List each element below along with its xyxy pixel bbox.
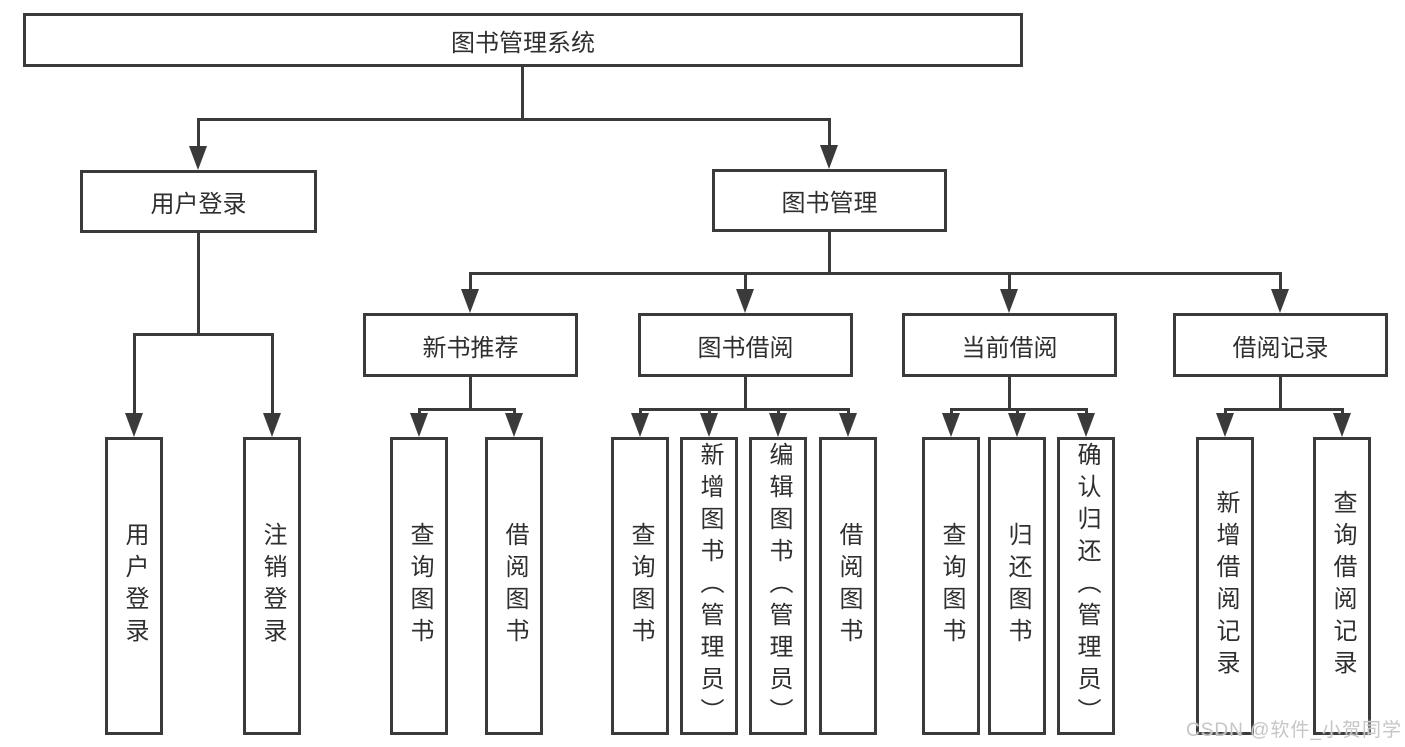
leaf-logout-label: 注销登录 xyxy=(259,522,286,650)
arrowhead-icon xyxy=(1271,289,1289,313)
leaf-query-borrow-record: 查询借阅记录 xyxy=(1313,437,1371,735)
connector-line xyxy=(744,272,747,291)
leaf-borrow-query-book-label: 查询图书 xyxy=(627,522,654,650)
connector-line xyxy=(133,333,136,415)
node-current-borrow-label: 当前借阅 xyxy=(961,334,1058,362)
leaf-return-book-label: 归还图书 xyxy=(1004,522,1031,650)
leaf-current-query-book-label: 查询图书 xyxy=(938,522,965,650)
connector-line xyxy=(513,408,516,416)
connector-line xyxy=(418,408,515,411)
leaf-recommend-query-book: 查询图书 xyxy=(390,437,448,735)
connector-line xyxy=(133,333,274,336)
connector-line xyxy=(777,408,780,416)
connector-line xyxy=(1016,408,1019,416)
connector-line xyxy=(197,233,200,333)
csdn-watermark-text: CSDN @软件_小贺同学 xyxy=(1186,720,1402,741)
node-borrow-record: 借阅记录 xyxy=(1173,313,1388,377)
arrowhead-icon xyxy=(839,413,857,437)
node-book-management: 图书管理 xyxy=(712,169,947,232)
connector-line xyxy=(469,272,1282,275)
node-new-book-recommend: 新书推荐 xyxy=(363,313,578,377)
leaf-logout: 注销登录 xyxy=(243,437,301,735)
connector-line xyxy=(1008,377,1011,408)
leaf-user-login: 用户登录 xyxy=(105,437,163,735)
connector-line xyxy=(418,408,421,416)
arrowhead-icon xyxy=(263,413,281,437)
arrowhead-icon xyxy=(189,146,207,170)
leaf-borrow-query-book: 查询图书 xyxy=(611,437,669,735)
connector-line xyxy=(1008,272,1011,291)
node-root: 图书管理系统 xyxy=(23,13,1023,67)
arrowhead-icon xyxy=(125,413,143,437)
arrowhead-icon xyxy=(1333,413,1351,437)
leaf-edit-book-admin-label: 编辑图书（管理员） xyxy=(765,442,792,730)
arrowhead-icon xyxy=(769,413,787,437)
arrowhead-icon xyxy=(942,413,960,437)
leaf-add-borrow-record-label: 新增借阅记录 xyxy=(1212,490,1239,682)
arrowhead-icon xyxy=(1077,413,1095,437)
leaf-add-book-admin-label: 新增图书（管理员） xyxy=(696,442,723,730)
node-book-management-label: 图书管理 xyxy=(781,190,878,217)
connector-line xyxy=(1279,272,1282,291)
arrowhead-icon xyxy=(410,413,428,437)
node-book-borrow-label: 图书借阅 xyxy=(697,334,794,362)
arrowhead-icon xyxy=(1216,413,1234,437)
leaf-confirm-return-admin: 确认归还（管理员） xyxy=(1057,437,1115,735)
node-new-book-recommend-label: 新书推荐 xyxy=(422,334,519,362)
connector-line xyxy=(469,272,472,291)
arrowhead-icon xyxy=(631,413,649,437)
leaf-add-borrow-record: 新增借阅记录 xyxy=(1196,437,1254,735)
node-current-borrow: 当前借阅 xyxy=(902,313,1117,377)
connector-line xyxy=(197,118,831,121)
leaf-user-login-label: 用户登录 xyxy=(121,522,148,650)
connector-line xyxy=(828,232,831,272)
leaf-return-book: 归还图书 xyxy=(988,437,1046,735)
arrowhead-icon xyxy=(1000,289,1018,313)
connector-line xyxy=(1341,408,1344,416)
node-user-login: 用户登录 xyxy=(80,170,317,233)
connector-line xyxy=(1224,408,1227,416)
connector-line xyxy=(708,408,711,416)
connector-line xyxy=(271,333,274,415)
csdn-watermark: CSDN @软件_小贺同学 xyxy=(1186,715,1402,742)
connector-line xyxy=(197,118,200,148)
node-book-borrow: 图书借阅 xyxy=(638,313,853,377)
arrowhead-icon xyxy=(820,145,838,169)
leaf-recommend-borrow-book-label: 借阅图书 xyxy=(501,522,528,650)
node-borrow-record-label: 借阅记录 xyxy=(1232,334,1329,362)
connector-line xyxy=(1279,377,1282,408)
leaf-query-borrow-record-label: 查询借阅记录 xyxy=(1329,490,1356,682)
arrowhead-icon xyxy=(461,289,479,313)
connector-line xyxy=(950,408,953,416)
connector-line xyxy=(1085,408,1088,416)
connector-line xyxy=(847,408,850,416)
connector-line xyxy=(639,408,849,411)
leaf-recommend-query-book-label: 查询图书 xyxy=(406,522,433,650)
leaf-recommend-borrow-book: 借阅图书 xyxy=(485,437,543,735)
arrowhead-icon xyxy=(736,289,754,313)
connector-line xyxy=(1224,408,1343,411)
leaf-borrow-book-label: 借阅图书 xyxy=(835,522,862,650)
connector-line xyxy=(521,67,524,118)
connector-line xyxy=(639,408,642,416)
leaf-add-book-admin: 新增图书（管理员） xyxy=(680,437,738,735)
leaf-current-query-book: 查询图书 xyxy=(922,437,980,735)
connector-line xyxy=(744,377,747,408)
node-user-login-label: 用户登录 xyxy=(150,191,247,218)
arrowhead-icon xyxy=(1008,413,1026,437)
leaf-confirm-return-admin-label: 确认归还（管理员） xyxy=(1073,442,1100,730)
arrowhead-icon xyxy=(700,413,718,437)
connector-line xyxy=(828,118,831,147)
connector-line xyxy=(469,377,472,408)
arrowhead-icon xyxy=(505,413,523,437)
leaf-borrow-book: 借阅图书 xyxy=(819,437,877,735)
leaf-edit-book-admin: 编辑图书（管理员） xyxy=(749,437,807,735)
node-root-label: 图书管理系统 xyxy=(451,29,595,57)
